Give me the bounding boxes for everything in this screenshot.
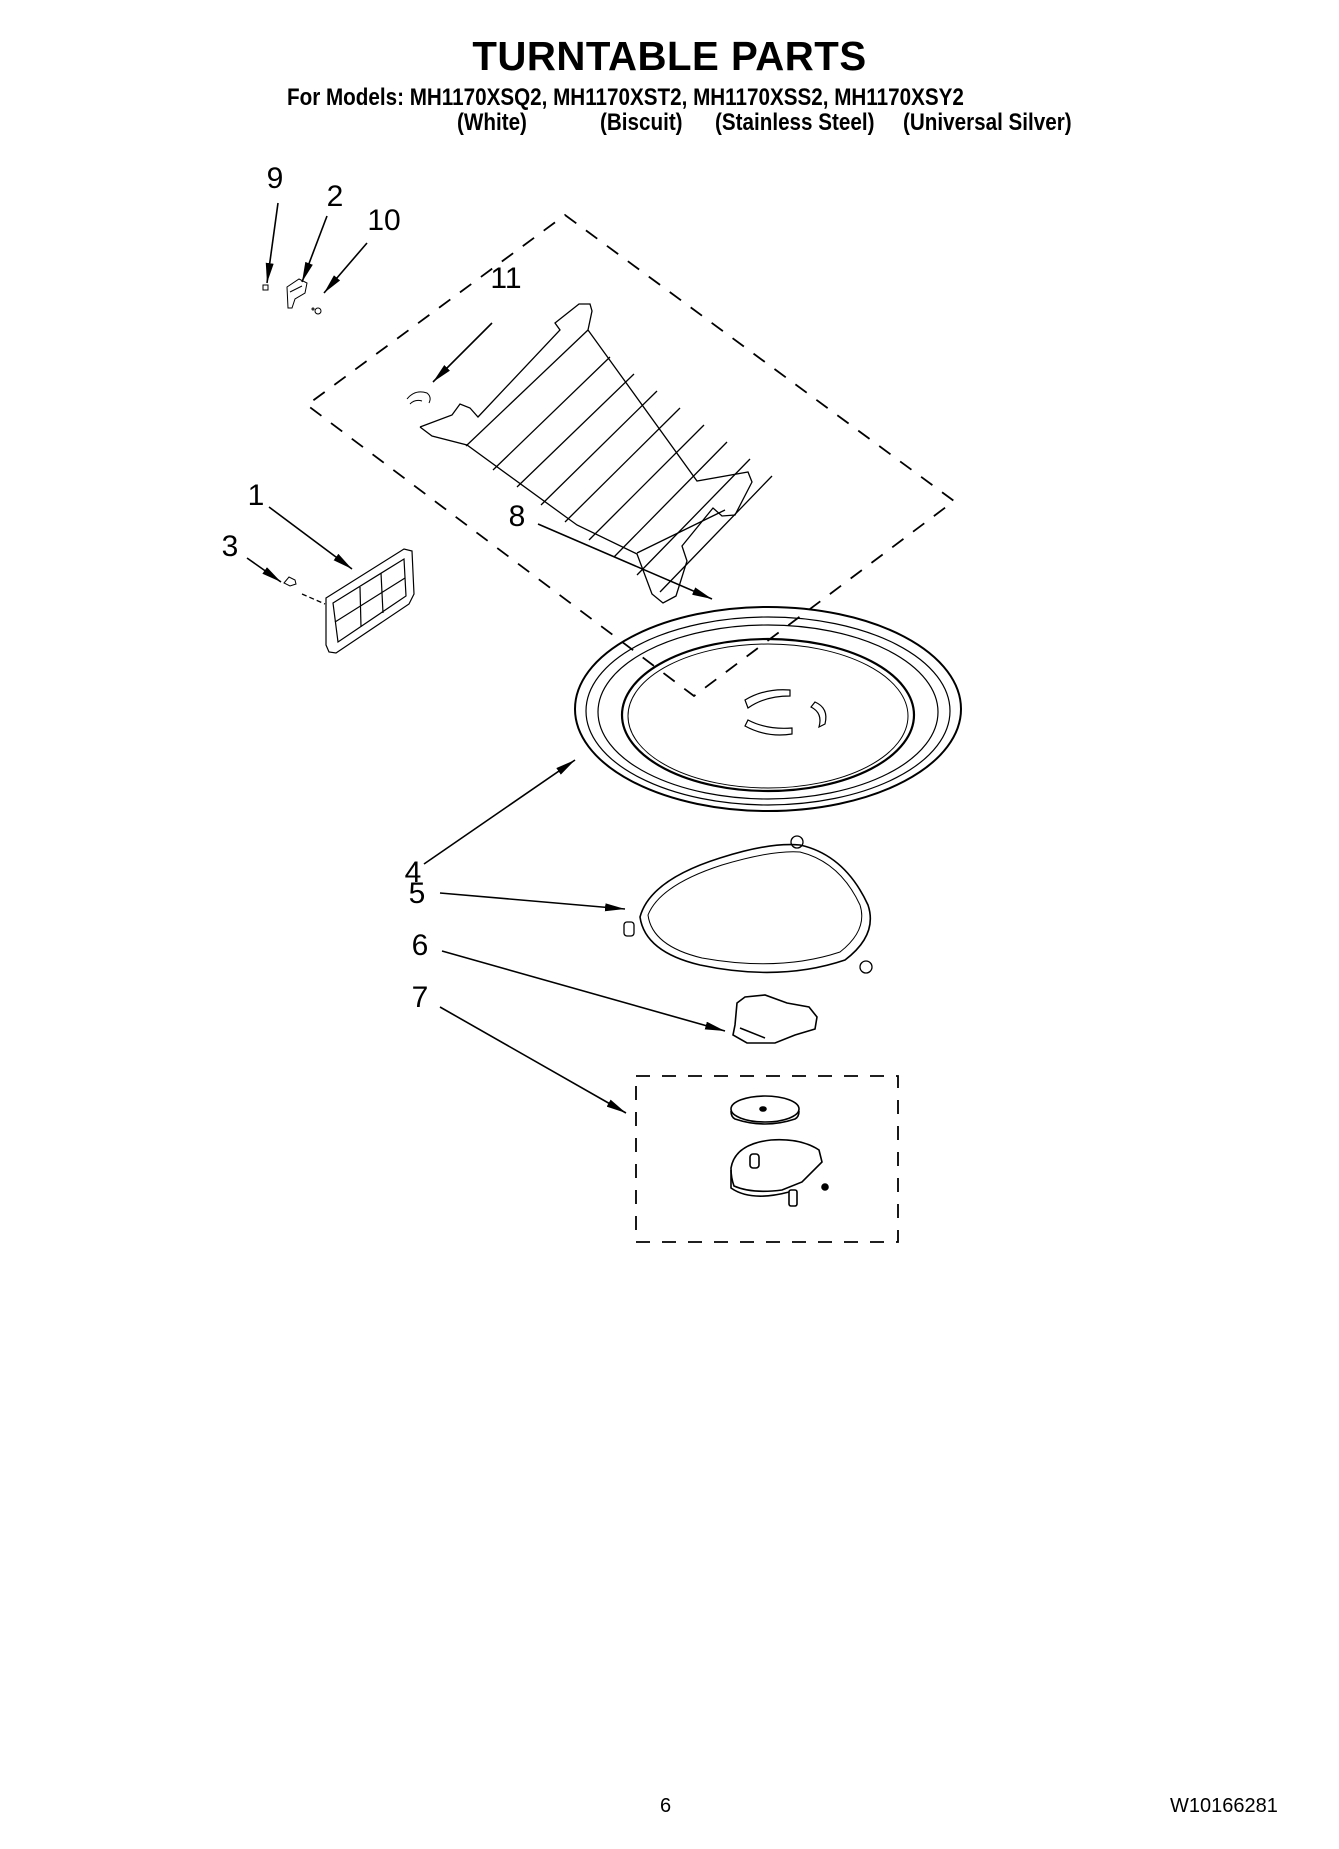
color-stainless-steel: (Stainless Steel) <box>715 109 875 136</box>
callout-3: 3 <box>221 530 239 563</box>
callout-8: 8 <box>508 500 526 533</box>
glass-tray-icon <box>574 606 962 812</box>
page-title: TURNTABLE PARTS <box>472 33 867 79</box>
callout-7: 7 <box>411 981 429 1014</box>
wire-rack-icon <box>419 303 773 604</box>
document-number: W10166281 <box>1170 1795 1278 1817</box>
callout-2: 2 <box>326 180 344 213</box>
rack-group-boundary <box>305 213 956 698</box>
page-number: 6 <box>660 1795 672 1817</box>
mesh-cover-icon <box>325 548 415 654</box>
models-line: For Models: MH1170XSQ2, MH1170XST2, MH11… <box>287 84 964 111</box>
callout-9: 9 <box>266 162 284 195</box>
color-biscuit: (Biscuit) <box>600 109 683 136</box>
callout-5: 5 <box>408 877 426 910</box>
motor-assembly-icon <box>730 1095 829 1207</box>
callout-6: 6 <box>411 929 429 962</box>
leader-lines <box>246 202 726 1114</box>
color-universal-silver: (Universal Silver) <box>903 109 1072 136</box>
callout-1: 1 <box>247 479 265 512</box>
screw-icon <box>283 576 297 587</box>
washer-icon <box>311 307 322 315</box>
callout-4: 4 <box>404 856 422 889</box>
color-white: (White) <box>457 109 527 136</box>
motor-group-boundary <box>635 1075 899 1243</box>
roller-ring-icon <box>623 835 873 974</box>
callout-11: 11 <box>490 262 522 295</box>
coupler-icon <box>732 994 818 1044</box>
bracket-icon <box>286 278 308 309</box>
clip-icon <box>406 391 431 405</box>
small-screw-icon <box>262 284 269 291</box>
callout-10: 10 <box>367 204 401 237</box>
